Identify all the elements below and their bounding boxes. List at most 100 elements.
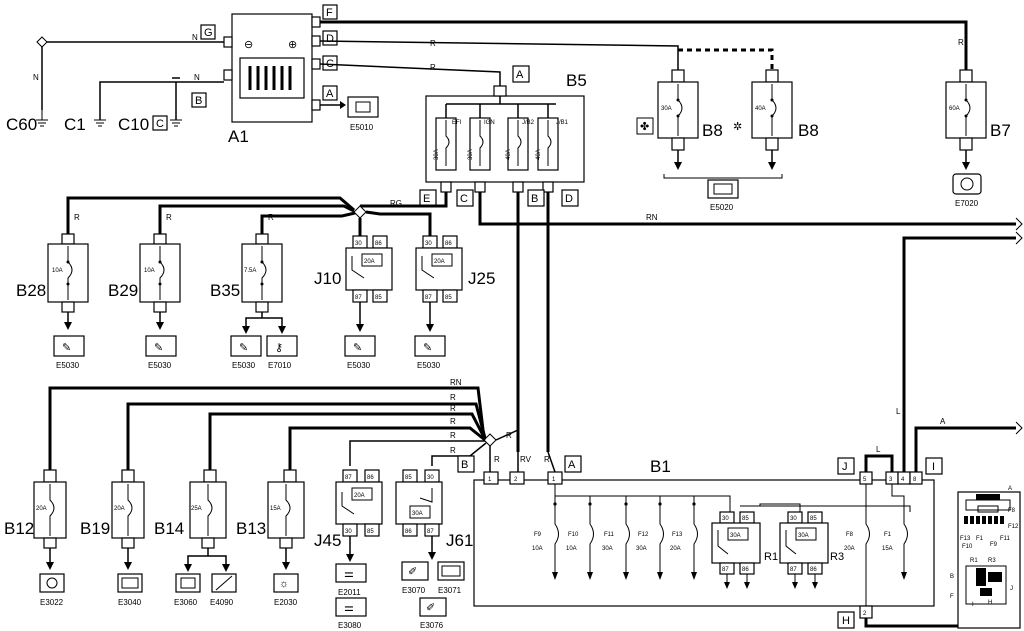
svg-text:E3022: E3022 — [40, 598, 64, 607]
svg-text:F1: F1 — [884, 532, 892, 538]
svg-text:40A: 40A — [536, 149, 542, 160]
svg-text:J10: J10 — [314, 269, 341, 288]
b5-label-efi: EFI — [452, 120, 462, 126]
svg-text:86: 86 — [405, 529, 412, 535]
b5-port-e: E — [423, 193, 430, 205]
label-c10: C10 — [118, 115, 149, 134]
port-c10-c: C — [156, 118, 164, 130]
svg-text:E3080: E3080 — [338, 621, 362, 630]
svg-text:86: 86 — [367, 475, 374, 481]
label-c60: C60 — [6, 115, 37, 134]
svg-text:86: 86 — [810, 567, 817, 573]
wire-n2: N — [33, 73, 39, 82]
svg-text:R: R — [74, 213, 80, 222]
svg-text:10A: 10A — [566, 546, 577, 552]
svg-text:15A: 15A — [270, 506, 281, 512]
a1-terminals: F D C A G B — [191, 4, 338, 111]
svg-text:RN: RN — [450, 378, 462, 387]
b1-fuse-f13: F13 20A — [670, 502, 698, 580]
top-wires: R R R — [319, 20, 968, 86]
b1-fuse-f9: F9 10A — [532, 502, 559, 580]
svg-text:30A: 30A — [468, 149, 474, 160]
battery-plus: ⊕ — [288, 39, 297, 51]
battery-minus: ⊖ — [244, 39, 253, 51]
wire-n3: N — [194, 73, 200, 82]
relay-j25: 30 86 20A 87 85 J25 ✎ E5030 — [414, 235, 495, 370]
svg-text:40A: 40A — [755, 106, 766, 112]
svg-text:R1: R1 — [764, 551, 778, 563]
b5-fuse-ign: IGN 30A — [468, 117, 495, 171]
svg-text:10A: 10A — [532, 546, 543, 552]
svg-text:87: 87 — [427, 529, 434, 535]
b1-fuse-f8: F8 20A — [844, 500, 870, 606]
svg-text:30: 30 — [345, 529, 352, 535]
svg-text:F12: F12 — [638, 532, 649, 538]
svg-text:20A: 20A — [114, 506, 125, 512]
svg-text:J61: J61 — [446, 531, 473, 550]
svg-text:87: 87 — [722, 567, 729, 573]
svg-text:E2011: E2011 — [338, 588, 361, 597]
svg-text:F12: F12 — [1008, 524, 1019, 530]
rg-distribution: RG R R R — [66, 196, 432, 238]
port-b: B — [195, 95, 202, 107]
svg-text:F10: F10 — [568, 532, 579, 538]
svg-text:F1: F1 — [976, 536, 984, 542]
svg-text:20A: 20A — [434, 259, 445, 265]
svg-text:B14: B14 — [154, 519, 184, 538]
svg-text:8: 8 — [913, 477, 917, 483]
svg-text:✎: ✎ — [62, 342, 71, 354]
b5-port-d: D — [565, 193, 573, 205]
fuse-b7: 60A B7 E7020 — [945, 69, 1011, 208]
b5-label-jb2: J/B2 — [522, 120, 535, 126]
svg-text:R1: R1 — [970, 558, 978, 564]
svg-text:3: 3 — [889, 477, 893, 483]
svg-text:⚌: ⚌ — [344, 568, 354, 580]
svg-text:E2030: E2030 — [274, 598, 298, 607]
fusebox-b5: A B5 EFI 30A IGN 30A J/B2 40A J/B1 40A — [419, 65, 587, 207]
svg-text:20A: 20A — [354, 493, 365, 499]
battery-a1: ⊖ ⊕ A1 — [228, 13, 313, 146]
svg-text:B28: B28 — [16, 281, 46, 300]
fuse-b14: 25A B14 E3060 E4090 — [154, 469, 237, 607]
b5-fuse-jb2: J/B2 40A — [506, 117, 535, 171]
svg-text:B29: B29 — [108, 281, 138, 300]
svg-text:R3: R3 — [830, 551, 844, 563]
svg-text:25A: 25A — [191, 506, 202, 512]
svg-text:L: L — [876, 445, 881, 454]
svg-text:30A: 30A — [798, 533, 809, 539]
label-b8-a: B8 — [702, 121, 723, 140]
b1-fuse-f12: F12 30A — [636, 502, 664, 580]
svg-text:L: L — [896, 407, 901, 416]
svg-text:40A: 40A — [506, 149, 512, 160]
svg-text:2: 2 — [514, 477, 518, 483]
label-b7: B7 — [990, 121, 1011, 140]
b1-fuse-f10: F10 10A — [566, 502, 594, 580]
b5-port-c: C — [460, 193, 468, 205]
wire-rn-top: RN — [646, 213, 658, 222]
svg-text:7.5A: 7.5A — [244, 268, 256, 274]
svg-text:20A: 20A — [670, 546, 681, 552]
svg-text:E5030: E5030 — [347, 361, 371, 370]
b5-fuse-efi: EFI 30A — [434, 117, 462, 171]
endpoint-e5010: E5010 — [320, 96, 379, 132]
fuse-b28: 10A B28 ✎ E5030 — [16, 233, 89, 370]
svg-text:R: R — [544, 455, 550, 464]
svg-text:30: 30 — [427, 475, 434, 481]
svg-text:✐: ✐ — [408, 566, 417, 578]
svg-text:✎: ✎ — [154, 342, 163, 354]
svg-text:2: 2 — [863, 611, 867, 617]
svg-text:✎: ✎ — [353, 342, 362, 354]
svg-text:A: A — [568, 459, 576, 471]
svg-text:E3040: E3040 — [118, 598, 142, 607]
relay-r3: 30 85 30A 87 86 R3 — [779, 511, 844, 589]
svg-text:87: 87 — [425, 295, 432, 301]
svg-text:20A: 20A — [844, 546, 855, 552]
svg-text:R: R — [494, 455, 500, 464]
svg-text:F10: F10 — [962, 544, 973, 550]
svg-text:87: 87 — [790, 567, 797, 573]
label-b8-b: B8 — [798, 121, 819, 140]
relay-j10: 30 86 20A 87 85 J10 ✎ E5030 — [314, 235, 393, 370]
svg-text:85: 85 — [375, 295, 382, 301]
svg-text:R: R — [506, 431, 512, 440]
svg-text:E3071: E3071 — [438, 586, 462, 595]
